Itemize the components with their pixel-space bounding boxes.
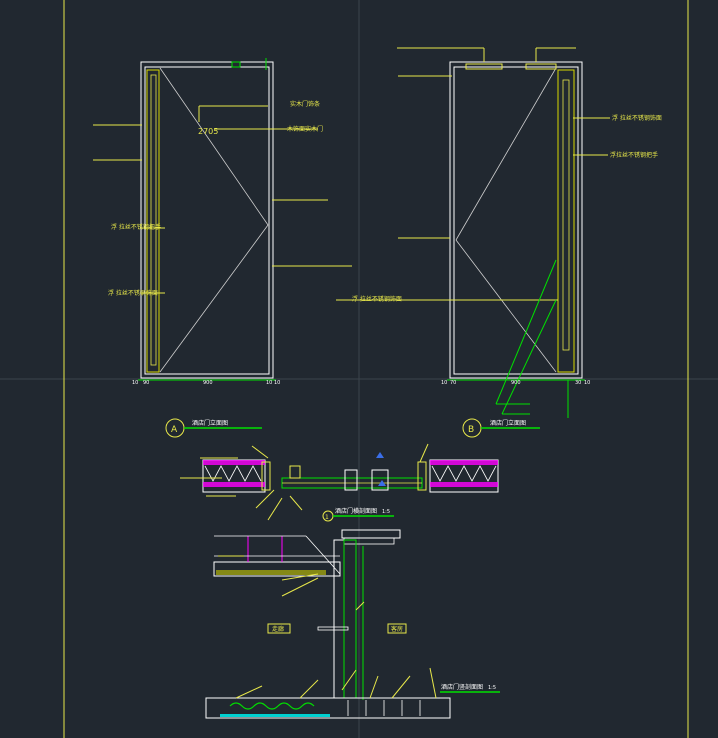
door-a-dim-mid: 900: [203, 380, 213, 386]
door-b-note-1: 浮 拉丝不锈钢饰面: [612, 114, 662, 122]
section-leaders: [218, 555, 437, 699]
door-b-outer-frame: [449, 61, 583, 379]
door-a-hinge-mark: [231, 61, 241, 68]
door-b-dim-mid: 900: [511, 380, 521, 386]
door-b-swing-line-top: [455, 67, 557, 241]
door-a-dim-right: 10: [266, 380, 272, 386]
door-a-outer-frame: [140, 61, 274, 379]
door-a-handle-bar: [150, 74, 157, 366]
section-door-jamb: [333, 539, 345, 699]
door-a-stile: [146, 69, 160, 373]
plan-marker: 1: [325, 514, 329, 521]
door-b-stile: [557, 69, 575, 373]
elevation-b: 浮 拉丝不锈钢饰面 浮拉丝不锈钢把手 浮 拉丝不锈钢饰面 10 70 900 3…: [336, 47, 662, 438]
door-b-inner-frame: [453, 66, 579, 375]
sheet-frame: [63, 0, 689, 738]
door-b-marker: B: [468, 425, 474, 435]
door-a-value: 2705: [198, 127, 218, 136]
plan-title: 酒店门横剖面图: [335, 507, 377, 515]
door-a-dim-left: 10: [132, 380, 138, 386]
door-a-leaders: [93, 105, 352, 294]
door-a-marker: A: [171, 425, 178, 435]
door-a-swing-line-bottom: [159, 224, 269, 373]
door-b-note-3: 浮 拉丝不锈钢饰面: [352, 295, 402, 303]
door-a-note-4: 浮 拉丝不锈钢饰面: [108, 289, 158, 297]
plan-scale: 1:5: [382, 509, 390, 515]
door-b-dim-left2: 70: [450, 380, 456, 386]
door-a-dim-right2: 10: [274, 380, 280, 386]
door-b-title: 酒店门立面图: [490, 419, 526, 427]
section-door-leaf: [343, 539, 357, 699]
section-scale: 1:5: [488, 685, 496, 691]
door-a-note-3: 浮 拉丝不锈钢把手: [111, 223, 161, 231]
section-ceiling: [213, 561, 341, 577]
door-b-dim-right: 30: [575, 380, 581, 386]
section-floor: [205, 697, 451, 719]
door-b-handle-bar: [562, 79, 570, 351]
elevation-a: 实木门饰条 2705 木饰面实木门 浮 拉丝不锈钢把手 浮 拉丝不锈钢饰面 10…: [93, 58, 352, 438]
door-b-leaders: [336, 47, 610, 301]
plan-north-arrow-icon: [376, 452, 384, 458]
vertical-section: 走廊 客房 酒店门竖剖面图 1:5: [205, 529, 500, 719]
door-a-dim-left2: 90: [143, 380, 149, 386]
plan-arrow-icon: [378, 480, 386, 486]
door-a-note-2: 木饰面实木门: [287, 125, 323, 133]
door-b-dim-right2: 10: [584, 380, 590, 386]
door-a-swing-line-top: [159, 67, 269, 226]
plan-leaders: [180, 443, 429, 521]
door-b-swing-line-bottom: [455, 239, 557, 373]
section-label-right: 客房: [391, 625, 403, 633]
door-a-inner-frame: [144, 66, 270, 375]
section-title: 酒店门竖剖面图: [441, 683, 483, 691]
door-b-note-2: 浮拉丝不锈钢把手: [610, 151, 658, 159]
plan-section: 1 酒店门横剖面图 1:5: [180, 443, 499, 522]
door-b-green-leaders: [495, 259, 569, 418]
door-a-title: 酒店门立面图: [192, 419, 228, 427]
door-a-note-1: 实木门饰条: [290, 100, 320, 108]
door-b-dim-left: 10: [441, 380, 447, 386]
section-label-left: 走廊: [272, 625, 284, 633]
